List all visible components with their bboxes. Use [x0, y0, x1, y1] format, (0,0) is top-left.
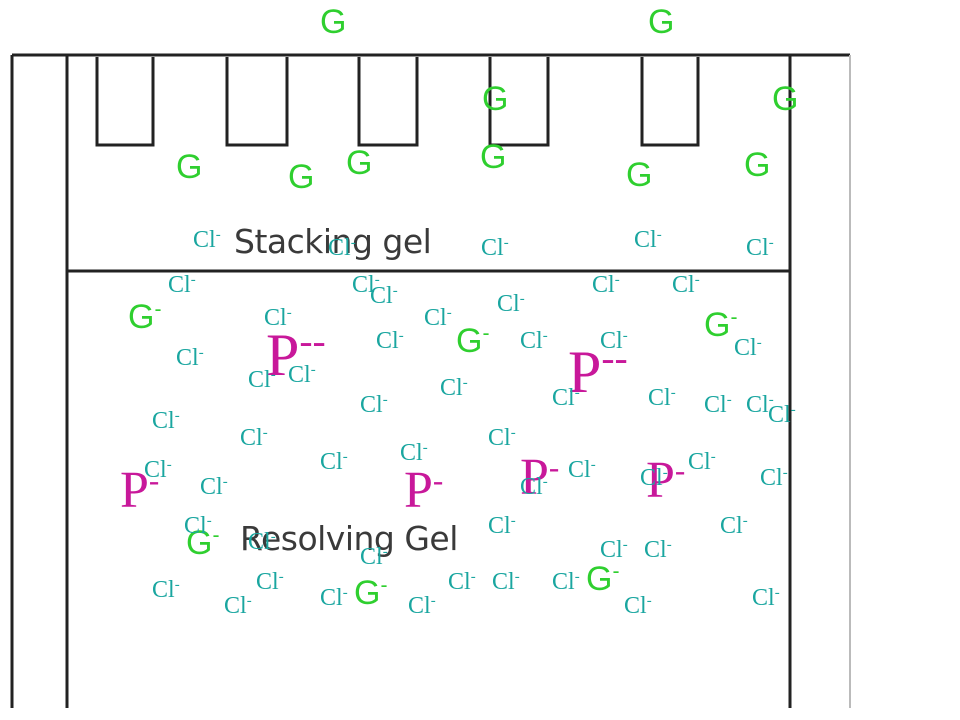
glycine-neutral: G: [346, 144, 373, 182]
chloride-ion: Cl-: [360, 543, 388, 570]
chloride-ion: Cl-: [328, 234, 356, 261]
glycinate-ion: G-: [456, 322, 490, 360]
chloride-ion: Cl-: [408, 592, 436, 619]
chloride-ion: Cl-: [288, 361, 316, 388]
well-3: [357, 57, 419, 147]
chloride-ion: Cl-: [440, 374, 468, 401]
chloride-ion: Cl-: [248, 528, 276, 555]
chloride-ion: Cl-: [492, 568, 520, 595]
glycinate-ion: G-: [586, 560, 620, 598]
chloride-ion: Cl-: [200, 473, 228, 500]
chloride-ion: Cl-: [224, 592, 252, 619]
chloride-ion: Cl-: [256, 568, 284, 595]
chloride-ion: Cl-: [768, 401, 796, 428]
chloride-ion: Cl-: [168, 271, 196, 298]
chloride-ion: Cl-: [400, 439, 428, 466]
well-5: [640, 57, 700, 147]
chloride-ion: Cl-: [352, 271, 380, 298]
chloride-ion: Cl-: [248, 366, 276, 393]
chloride-ion: Cl-: [672, 271, 700, 298]
chloride-ion: Cl-: [644, 536, 672, 563]
glycine-neutral: G: [772, 80, 799, 118]
chloride-ion: Cl-: [640, 464, 668, 491]
chloride-ion: Cl-: [600, 536, 628, 563]
glycine-neutral: G: [744, 146, 771, 184]
chloride-ion: Cl-: [360, 391, 388, 418]
chloride-ion: Cl-: [520, 327, 548, 354]
chloride-ion: Cl-: [704, 391, 732, 418]
chloride-ion: Cl-: [193, 226, 221, 253]
glycine-neutral: G: [482, 80, 509, 118]
glycine-neutral: G: [320, 3, 347, 41]
chloride-ion: Cl-: [497, 290, 525, 317]
glycinate-ion: G-: [186, 524, 220, 562]
well-1: [95, 57, 155, 147]
chloride-ion: Cl-: [552, 568, 580, 595]
well-2: [225, 57, 289, 147]
chloride-ion: Cl-: [746, 234, 774, 261]
chloride-ion: Cl-: [424, 304, 452, 331]
chloride-ion: Cl-: [176, 344, 204, 371]
glycine-neutral: G: [626, 156, 653, 194]
chloride-ion: Cl-: [376, 327, 404, 354]
glycine-neutral: G: [648, 3, 675, 41]
chloride-ion: Cl-: [370, 282, 398, 309]
chloride-ion: Cl-: [488, 424, 516, 451]
chloride-ion: Cl-: [568, 456, 596, 483]
chloride-ion: Cl-: [734, 334, 762, 361]
chloride-ion: Cl-: [552, 384, 580, 411]
chloride-ion: Cl-: [152, 407, 180, 434]
chloride-ion: Cl-: [648, 384, 676, 411]
chloride-ion: Cl-: [320, 584, 348, 611]
stacking-gel-label: Stacking gel: [234, 222, 432, 261]
chloride-ion: Cl-: [624, 592, 652, 619]
chloride-ion: Cl-: [592, 271, 620, 298]
protein-double-charge: P--: [568, 336, 628, 405]
protein-single-charge: P-: [646, 452, 686, 509]
chloride-ion: Cl-: [320, 448, 348, 475]
protein-double-charge: P--: [266, 319, 326, 388]
chloride-ion: Cl-: [760, 464, 788, 491]
chloride-ion: Cl-: [600, 327, 628, 354]
glycine-neutral: G: [288, 158, 315, 196]
glycinate-ion: G-: [128, 298, 162, 336]
chloride-ion: Cl-: [240, 424, 268, 451]
glycine-neutral: G: [480, 138, 507, 176]
glycinate-ion: G-: [704, 306, 738, 344]
chloride-ion: Cl-: [264, 304, 292, 331]
glycine-neutral: G: [176, 148, 203, 186]
chloride-ion: Cl-: [184, 512, 212, 539]
chloride-ion: Cl-: [152, 576, 180, 603]
protein-single-charge: P-: [120, 462, 160, 519]
chloride-ion: Cl-: [488, 512, 516, 539]
protein-single-charge: P-: [404, 462, 444, 519]
chloride-ion: Cl-: [634, 226, 662, 253]
chloride-ion: Cl-: [448, 568, 476, 595]
protein-single-charge: P-: [520, 449, 560, 506]
chloride-ion: Cl-: [746, 391, 774, 418]
chloride-ion: Cl-: [688, 448, 716, 475]
chloride-ion: Cl-: [752, 584, 780, 611]
chloride-ion: Cl-: [481, 234, 509, 261]
resolving-gel-label: Resolving Gel: [240, 519, 458, 558]
well-4: [488, 57, 550, 147]
chloride-ion: Cl-: [520, 473, 548, 500]
chloride-ion: Cl-: [144, 456, 172, 483]
glycinate-ion: G-: [354, 574, 388, 612]
chloride-ion: Cl-: [720, 512, 748, 539]
